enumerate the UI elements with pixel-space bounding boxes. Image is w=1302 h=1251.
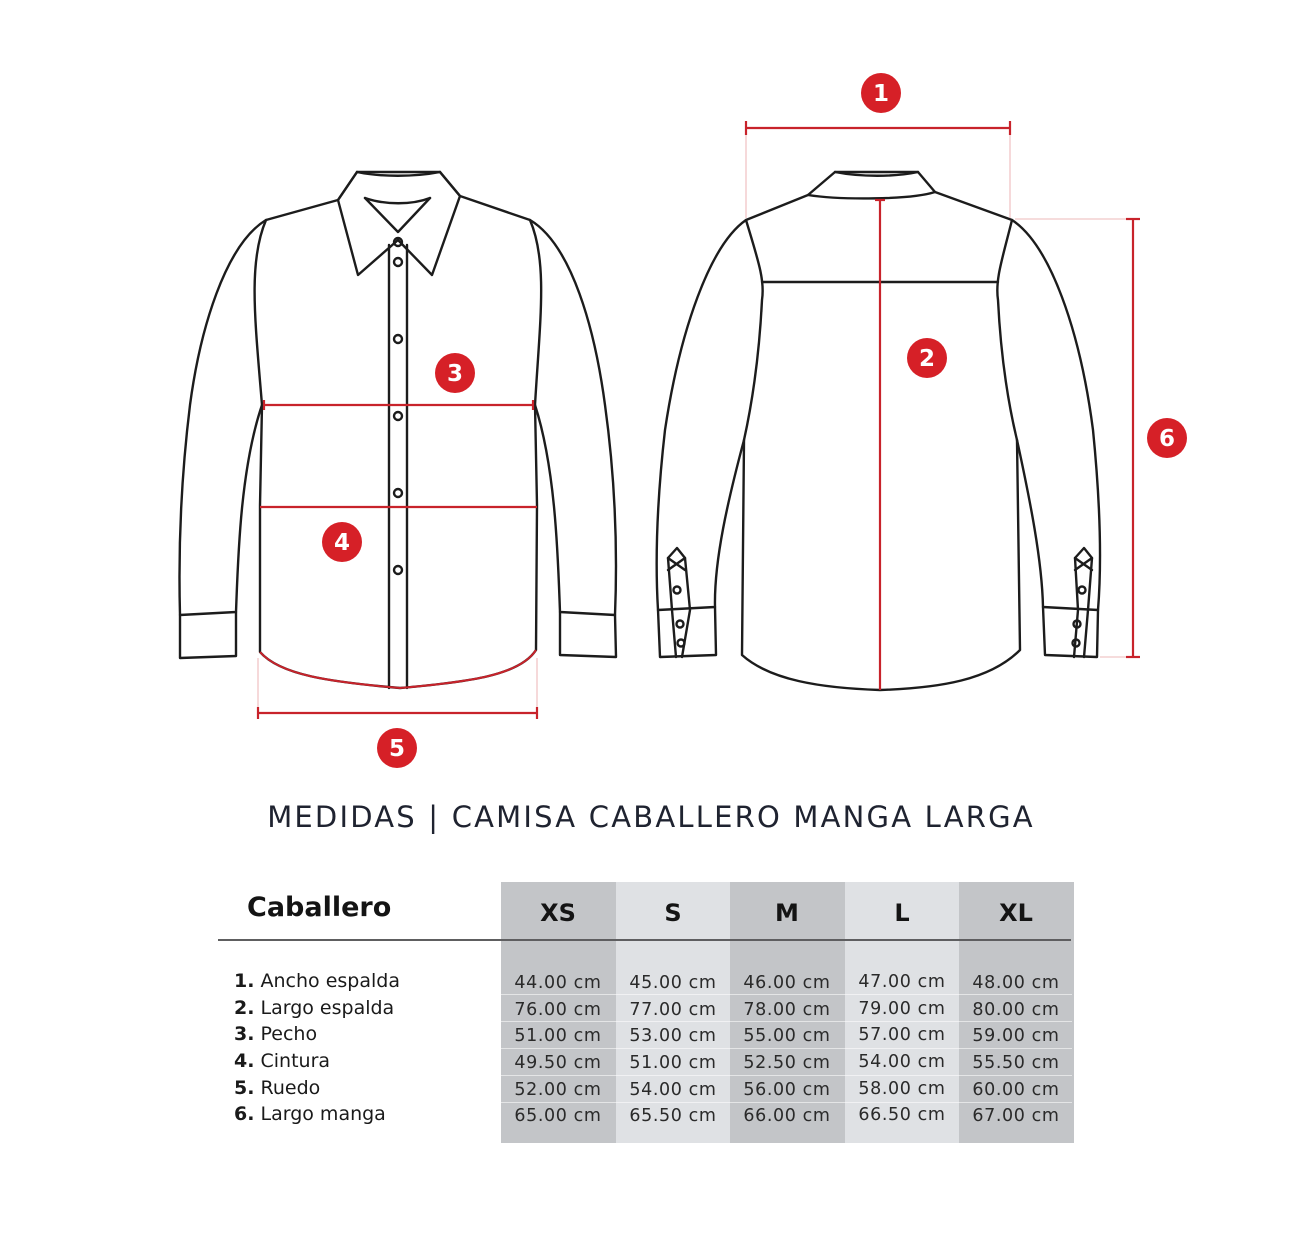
cell-s: 65.50 cm [629,1106,717,1126]
size-header-l: L [894,899,910,927]
size-header-s: S [664,899,682,927]
row-label: 1. Ancho espalda [234,970,400,992]
back-measure-lines [744,121,1140,690]
cell-s: 54.00 cm [629,1080,717,1100]
size-header-m: M [775,899,799,927]
cell-s: 77.00 cm [629,1000,717,1020]
row-divider [501,1075,1072,1076]
row-label: 5. Ruedo [234,1077,320,1099]
row-divider [501,1102,1072,1103]
cell-m: 78.00 cm [743,1000,831,1020]
shirt-measurement-diagram: 1 2 3 4 5 6 [178,73,1187,768]
row-measure-name: Pecho [260,1023,318,1045]
header-divider [218,939,1071,941]
cell-m: 66.00 cm [743,1106,831,1126]
row-measure-name: Largo manga [260,1103,386,1125]
marker-badge-6: 6 [1147,418,1187,458]
row-label: 6. Largo manga [234,1103,386,1125]
row-divider [501,1048,1072,1049]
row-number: 2. [234,997,255,1019]
cell-xl: 60.00 cm [972,1080,1060,1100]
marker-badge-5: 5 [377,728,417,768]
marker-badge-3: 3 [435,353,475,393]
row-divider [501,994,1072,995]
row-measure-name: Cintura [260,1050,331,1072]
svg-text:5: 5 [389,736,405,762]
shirt-back-illustration [655,170,1102,692]
column-xs-background [501,882,616,1143]
cell-xs: 51.00 cm [514,1026,602,1046]
row-measure-name: Ruedo [260,1077,321,1099]
svg-text:2: 2 [919,346,935,372]
cell-m: 55.00 cm [743,1026,831,1046]
size-header-xs: XS [540,899,576,927]
cell-m: 56.00 cm [743,1080,831,1100]
size-chart-table: Caballero XS S M L XL 1. Ancho espalda 4… [218,882,1075,1143]
row-divider [501,1021,1072,1022]
cell-xs: 52.00 cm [514,1080,602,1100]
cell-l: 79.00 cm [858,999,946,1019]
cell-m: 52.50 cm [743,1053,831,1073]
row-measure-name: Ancho espalda [260,970,400,992]
cell-l: 58.00 cm [858,1079,946,1099]
row-number: 4. [234,1050,255,1072]
row-number: 1. [234,970,255,992]
cell-xs: 44.00 cm [514,973,602,993]
cell-l: 54.00 cm [858,1052,946,1072]
column-m-background [730,882,845,1143]
svg-text:4: 4 [334,530,350,556]
row-measure-name: Largo espalda [260,997,395,1019]
row-label: 3. Pecho [234,1023,317,1045]
row-label: 4. Cintura [234,1050,330,1072]
page-title: MEDIDAS | CAMISA CABALLERO MANGA LARGA [267,800,1035,834]
svg-text:1: 1 [873,81,889,107]
cell-xs: 76.00 cm [514,1000,602,1020]
row-number: 5. [234,1077,255,1099]
cell-xl: 67.00 cm [972,1106,1060,1126]
marker-badge-1: 1 [861,73,901,113]
front-measure-lines [256,400,539,719]
cell-xl: 80.00 cm [972,1000,1060,1020]
cell-s: 53.00 cm [629,1026,717,1046]
row-number: 6. [234,1103,255,1125]
table-heading: Caballero [247,892,392,923]
cell-l: 47.00 cm [858,972,946,992]
size-header-xl: XL [999,899,1033,927]
column-l-background [845,882,959,1143]
marker-badge-2: 2 [907,338,947,378]
cell-xl: 55.50 cm [972,1053,1060,1073]
cell-xs: 49.50 cm [514,1053,602,1073]
row-number: 3. [234,1023,255,1045]
marker-badge-4: 4 [322,522,362,562]
cell-l: 66.50 cm [858,1105,946,1125]
column-s-background [616,882,730,1143]
svg-text:6: 6 [1159,426,1175,452]
cell-xl: 48.00 cm [972,973,1060,993]
cell-s: 45.00 cm [629,973,717,993]
shirt-front-illustration [178,170,618,690]
cell-s: 51.00 cm [629,1053,717,1073]
cell-xl: 59.00 cm [972,1026,1060,1046]
column-xl-background [959,882,1074,1143]
cell-m: 46.00 cm [743,973,831,993]
row-label: 2. Largo espalda [234,997,394,1019]
svg-text:3: 3 [447,361,463,387]
cell-l: 57.00 cm [858,1025,946,1045]
cell-xs: 65.00 cm [514,1106,602,1126]
